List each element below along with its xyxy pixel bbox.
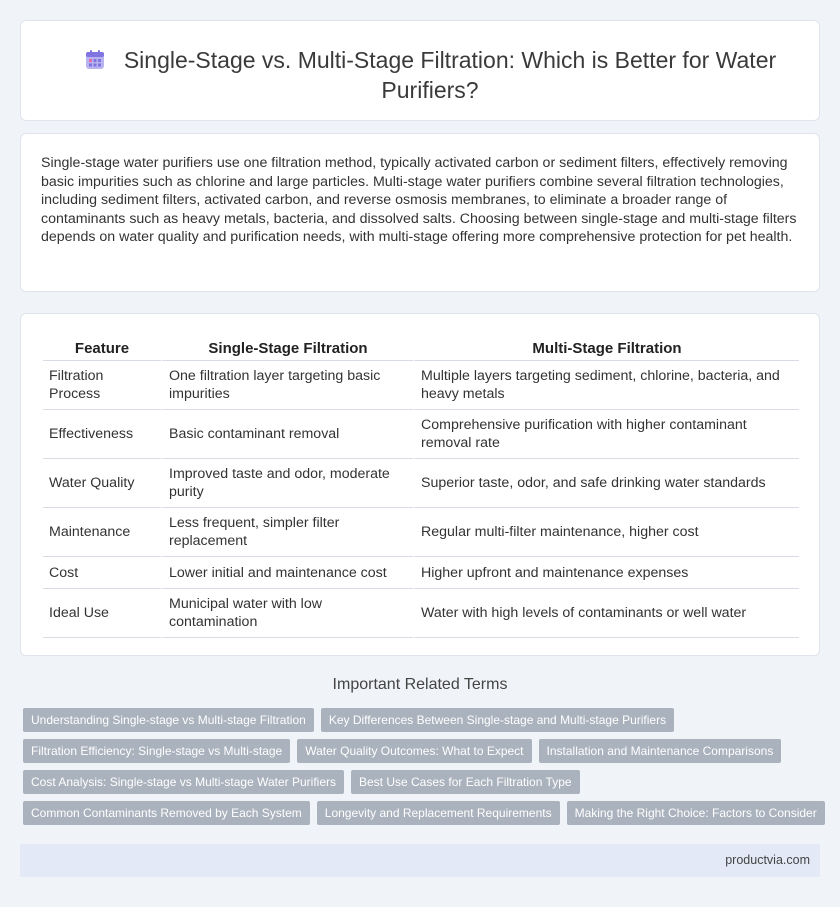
table-cell: Water with high levels of contaminants o… xyxy=(413,589,799,638)
table-cell: Maintenance xyxy=(43,508,161,557)
related-term-link[interactable]: Installation and Maintenance Comparisons xyxy=(538,739,782,763)
table-row: Effectiveness Basic contaminant removal … xyxy=(43,410,799,459)
table-cell: Comprehensive purification with higher c… xyxy=(413,410,799,459)
related-term-link[interactable]: Best Use Cases for Each Filtration Type xyxy=(351,770,580,794)
table-cell: Higher upfront and maintenance expenses xyxy=(413,557,799,589)
table-cell: Ideal Use xyxy=(43,589,161,638)
related-term-link[interactable]: Water Quality Outcomes: What to Expect xyxy=(297,739,532,763)
summary-paragraph: Single-stage water purifiers use one fil… xyxy=(41,155,797,246)
related-term-link[interactable]: Longevity and Replacement Requirements xyxy=(316,801,560,825)
title-card: Single-Stage vs. Multi-Stage Filtration:… xyxy=(20,20,820,121)
related-terms-row: Understanding Single-stage vs Multi-stag… xyxy=(23,708,820,732)
related-terms-row: Cost Analysis: Single-stage vs Multi-sta… xyxy=(23,770,820,794)
related-term-link[interactable]: Common Contaminants Removed by Each Syst… xyxy=(23,801,310,825)
column-header: Multi-Stage Filtration xyxy=(413,336,799,361)
related-terms-heading: Important Related Terms xyxy=(332,676,508,693)
column-header: Feature xyxy=(43,336,161,361)
comparison-table: Feature Single-Stage Filtration Multi-St… xyxy=(43,336,799,638)
footer-bar: productvia.com xyxy=(20,844,820,877)
page-title: Single-Stage vs. Multi-Stage Filtration:… xyxy=(123,47,777,103)
table-cell: Superior taste, odor, and safe drinking … xyxy=(413,459,799,508)
table-header-row: Feature Single-Stage Filtration Multi-St… xyxy=(43,336,799,361)
related-term-link[interactable]: Cost Analysis: Single-stage vs Multi-sta… xyxy=(23,770,344,794)
table-cell: Less frequent, simpler filter replacemen… xyxy=(161,508,413,557)
related-terms: Understanding Single-stage vs Multi-stag… xyxy=(20,708,825,832)
related-term-link[interactable]: Filtration Efficiency: Single-stage vs M… xyxy=(23,739,291,763)
table-row: Maintenance Less frequent, simpler filte… xyxy=(43,508,799,557)
table-cell: Water Quality xyxy=(43,459,161,508)
table-cell: Cost xyxy=(43,557,161,589)
column-header: Single-Stage Filtration xyxy=(161,336,413,361)
table-row: Ideal Use Municipal water with low conta… xyxy=(43,589,799,638)
table-row: Cost Lower initial and maintenance cost … xyxy=(43,557,799,589)
table-cell: Multiple layers targeting sediment, chlo… xyxy=(413,361,799,410)
table-cell: Basic contaminant removal xyxy=(161,410,413,459)
footer-site-link[interactable]: productvia.com xyxy=(725,853,810,867)
table-cell: Regular multi-filter maintenance, higher… xyxy=(413,508,799,557)
calendar-icon xyxy=(85,50,104,69)
related-terms-row: Common Contaminants Removed by Each Syst… xyxy=(23,801,825,825)
comparison-table-card: Feature Single-Stage Filtration Multi-St… xyxy=(20,313,820,656)
table-row: Filtration Process One filtration layer … xyxy=(43,361,799,410)
related-term-link[interactable]: Understanding Single-stage vs Multi-stag… xyxy=(23,708,314,732)
table-cell: Improved taste and odor, moderate purity xyxy=(161,459,413,508)
table-cell: Effectiveness xyxy=(43,410,161,459)
table-cell: Filtration Process xyxy=(43,361,161,410)
table-cell: Lower initial and maintenance cost xyxy=(161,557,413,589)
table-row: Water Quality Improved taste and odor, m… xyxy=(43,459,799,508)
summary-card: Single-stage water purifiers use one fil… xyxy=(20,133,820,292)
table-cell: Municipal water with low contamination xyxy=(161,589,413,638)
related-terms-row: Filtration Efficiency: Single-stage vs M… xyxy=(23,739,820,763)
related-term-link[interactable]: Key Differences Between Single-stage and… xyxy=(320,708,675,732)
table-cell: One filtration layer targeting basic imp… xyxy=(161,361,413,410)
related-term-link[interactable]: Making the Right Choice: Factors to Cons… xyxy=(566,801,825,825)
page-title-row: Single-Stage vs. Multi-Stage Filtration:… xyxy=(61,45,799,105)
